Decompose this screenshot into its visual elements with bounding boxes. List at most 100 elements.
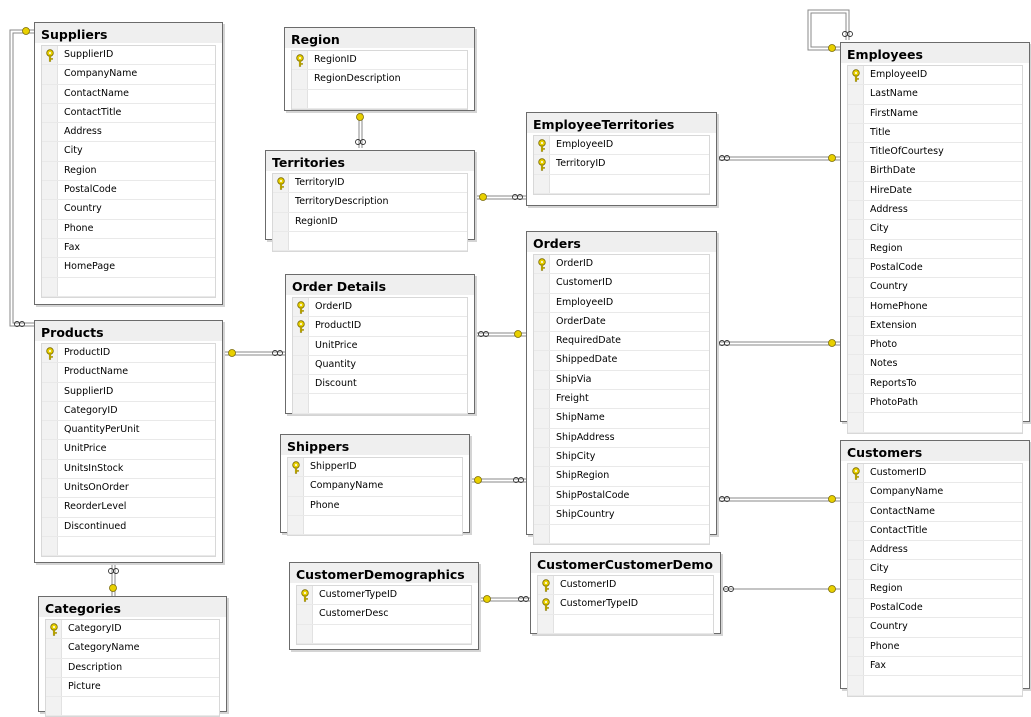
column-row[interactable]: ReorderLevel xyxy=(42,498,215,518)
column-row[interactable]: UnitPrice xyxy=(42,440,215,460)
column-row[interactable]: FirstName xyxy=(848,104,1022,124)
column-row[interactable]: ProductID xyxy=(293,317,467,337)
column-row[interactable]: TerritoryID xyxy=(534,155,709,175)
column-row[interactable]: Freight xyxy=(534,390,709,410)
relationship-employees-orders[interactable] xyxy=(716,341,840,346)
column-row[interactable]: OrderDate xyxy=(534,312,709,333)
column-row[interactable]: Country xyxy=(848,618,1022,638)
column-row[interactable]: Title xyxy=(848,123,1022,144)
column-row[interactable]: HireDate xyxy=(848,181,1022,202)
column-row[interactable]: PostalCode xyxy=(848,599,1022,619)
column-row[interactable]: ShipRegion xyxy=(534,467,709,487)
column-row[interactable]: TerritoryDescription xyxy=(273,193,467,213)
column-row[interactable]: Discount xyxy=(293,375,467,395)
empty-column-row[interactable] xyxy=(46,697,219,717)
column-row[interactable]: UnitsInStock xyxy=(42,459,215,480)
column-row[interactable]: CompanyName xyxy=(42,65,215,85)
column-row[interactable]: Country xyxy=(848,278,1022,298)
column-row[interactable]: CustomerTypeID xyxy=(538,595,713,615)
empty-column-row[interactable] xyxy=(534,174,709,194)
column-row[interactable]: ShipVia xyxy=(534,370,709,391)
empty-column-row[interactable] xyxy=(293,394,467,414)
column-row[interactable]: ReportsTo xyxy=(848,374,1022,395)
relationship-suppliers-products[interactable] xyxy=(9,29,34,327)
column-row[interactable]: Fax xyxy=(42,238,215,259)
relationship-employees-self[interactable] xyxy=(807,9,850,51)
empty-column-row[interactable] xyxy=(538,614,713,634)
column-row[interactable]: ProductName xyxy=(42,363,215,383)
column-row[interactable]: ContactTitle xyxy=(848,521,1022,542)
column-row[interactable]: UnitsOnOrder xyxy=(42,479,215,499)
empty-column-row[interactable] xyxy=(42,536,215,557)
column-row[interactable]: BirthDate xyxy=(848,162,1022,182)
column-row[interactable]: ShipName xyxy=(534,409,709,429)
column-row[interactable]: EmployeeID xyxy=(848,66,1022,86)
column-row[interactable]: PostalCode xyxy=(848,258,1022,279)
column-row[interactable]: EmployeeID xyxy=(534,136,709,156)
column-row[interactable]: PostalCode xyxy=(42,181,215,201)
column-row[interactable]: TerritoryID xyxy=(273,174,467,194)
column-row[interactable]: PhotoPath xyxy=(848,394,1022,414)
column-row[interactable]: Phone xyxy=(42,219,215,239)
column-row[interactable]: OrderID xyxy=(534,255,709,275)
empty-column-row[interactable] xyxy=(848,413,1022,433)
column-row[interactable]: Picture xyxy=(46,677,219,698)
column-row[interactable]: CustomerDesc xyxy=(297,605,471,625)
column-row[interactable]: Extension xyxy=(848,316,1022,337)
relationship-customers-orders[interactable] xyxy=(716,497,840,502)
column-row[interactable]: Fax xyxy=(848,656,1022,677)
column-row[interactable]: ShippedDate xyxy=(534,351,709,371)
column-row[interactable]: ShipperID xyxy=(288,458,462,478)
column-row[interactable]: Address xyxy=(42,123,215,143)
column-row[interactable]: ShipCountry xyxy=(534,505,709,526)
column-row[interactable]: Region xyxy=(848,579,1022,600)
column-row[interactable]: SupplierID xyxy=(42,382,215,402)
column-row[interactable]: Region xyxy=(42,161,215,182)
column-row[interactable]: RegionID xyxy=(273,212,467,232)
column-row[interactable]: CustomerID xyxy=(538,576,713,596)
column-row[interactable]: RegionID xyxy=(292,51,467,71)
column-row[interactable]: CategoryID xyxy=(46,620,219,640)
empty-column-row[interactable] xyxy=(273,231,467,252)
column-row[interactable]: City xyxy=(848,560,1022,580)
column-row[interactable]: Quantity xyxy=(293,355,467,376)
column-row[interactable]: HomePhone xyxy=(848,297,1022,317)
empty-column-row[interactable] xyxy=(297,624,471,644)
column-row[interactable]: Country xyxy=(42,200,215,220)
column-row[interactable]: ContactName xyxy=(42,84,215,104)
column-row[interactable]: SupplierID xyxy=(42,46,215,66)
column-row[interactable]: LastName xyxy=(848,85,1022,105)
column-row[interactable]: CompanyName xyxy=(848,483,1022,503)
column-row[interactable]: ShipCity xyxy=(534,447,709,468)
column-row[interactable]: ProductID xyxy=(42,344,215,364)
relationship-employees-employeeterritories[interactable] xyxy=(716,156,840,161)
empty-column-row[interactable] xyxy=(292,89,467,109)
column-row[interactable]: QuantityPerUnit xyxy=(42,421,215,441)
column-row[interactable]: ShipAddress xyxy=(534,428,709,448)
column-row[interactable]: CategoryID xyxy=(42,401,215,422)
column-row[interactable]: Discontinued xyxy=(42,517,215,537)
column-row[interactable]: Notes xyxy=(848,355,1022,375)
column-row[interactable]: Phone xyxy=(288,496,462,516)
column-row[interactable]: ContactTitle xyxy=(42,103,215,124)
column-row[interactable]: Photo xyxy=(848,336,1022,356)
column-row[interactable]: UnitPrice xyxy=(293,336,467,356)
column-row[interactable]: CategoryName xyxy=(46,639,219,659)
column-row[interactable]: City xyxy=(42,142,215,162)
column-row[interactable]: RegionDescription xyxy=(292,70,467,90)
column-row[interactable]: EmployeeID xyxy=(534,293,709,313)
empty-column-row[interactable] xyxy=(288,515,462,536)
column-row[interactable]: OrderID xyxy=(293,298,467,318)
